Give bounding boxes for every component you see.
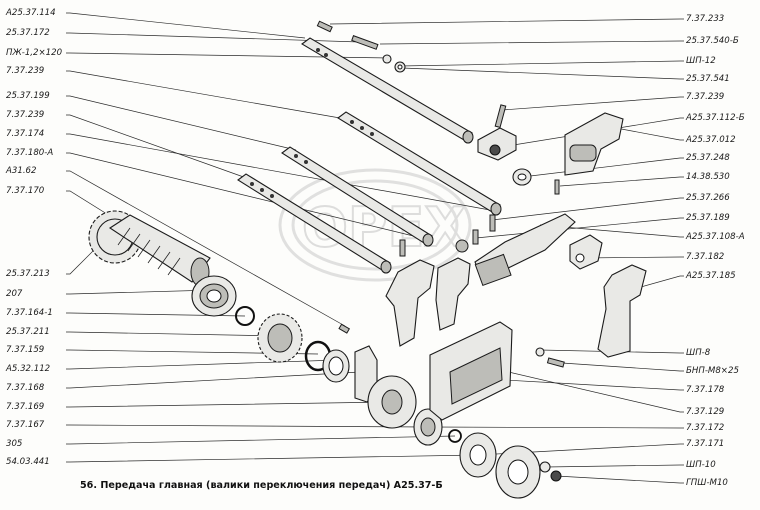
leader-line [561, 362, 684, 372]
leader-line [545, 464, 684, 468]
leader-line [66, 312, 246, 317]
drive-parts [88, 210, 565, 499]
shift-rod-1 [301, 37, 473, 141]
leader-line [521, 157, 684, 178]
callout-label-left: 7.37.174 [6, 129, 44, 139]
leader-line [66, 454, 479, 463]
splined-shaft [108, 214, 211, 283]
leader-line [66, 70, 341, 119]
callout-label-right: 7.37.239 [686, 92, 724, 102]
leader-line [477, 443, 684, 456]
callout-label-left: А5.32.112 [5, 364, 50, 374]
callout-label-left: 7.37.159 [6, 345, 44, 355]
leader-line [494, 117, 684, 149]
leader-line [66, 12, 306, 39]
callout-label-left: 7.37.168 [6, 383, 45, 393]
callout-label-right: 25.37.540-Б [686, 36, 739, 46]
callout-label-right: А25.37.185 [685, 271, 736, 281]
leader-line [499, 369, 684, 413]
fork-assemblies [385, 112, 647, 358]
leader-line [66, 114, 253, 181]
callout-label-right: А25.37.012 [685, 135, 736, 145]
callout-label-right: 25.37.189 [686, 213, 730, 223]
leader-line [66, 32, 361, 43]
leader-line [66, 349, 319, 355]
leader-line [329, 18, 684, 25]
callout-label-right: 7.37.233 [686, 14, 724, 24]
callout-label-right: 7.37.178 [686, 385, 725, 395]
callout-label-left: А31.62 [5, 166, 36, 176]
leader-line [66, 424, 429, 428]
leader-line [501, 96, 684, 111]
callout-label-right: ГПШ-М10 [686, 478, 728, 488]
callout-label-right: 7.37.129 [686, 407, 724, 417]
callout-label-left: 7.37.167 [6, 420, 45, 430]
leader-line [66, 435, 456, 445]
callout-label-right: 7.37.171 [686, 439, 724, 449]
callout-label-right: 25.37.248 [686, 153, 730, 163]
leader-line [559, 176, 684, 187]
callout-label-left: 54.03.441 [6, 457, 50, 467]
callout-label-right: БНП-М8×25 [686, 366, 739, 376]
callout-label-left: 7.37.170 [6, 186, 45, 196]
leader-line [399, 60, 684, 67]
callout-label-right: А25.37.112-Б [685, 113, 745, 123]
shift-rods [237, 20, 507, 274]
diagram-caption: 56. Передача главная (валики переключени… [80, 480, 443, 491]
leader-line [579, 256, 684, 259]
callout-label-left: 7.37.239 [6, 66, 44, 76]
callout-label-left: 25.37.199 [6, 91, 50, 101]
leader-line [66, 52, 389, 59]
leader-line [66, 401, 393, 408]
callout-label-right: 14.38.530 [686, 172, 730, 182]
leader-line [66, 331, 281, 337]
callout-label-left: ПЖ-1,2×120 [6, 48, 63, 58]
pin-top [316, 20, 333, 33]
callout-label-right: ШП-12 [686, 56, 716, 66]
leader-line [379, 40, 684, 45]
callout-label-left: 7.37.164-1 [6, 308, 53, 318]
callout-label-left: 7.37.239 [6, 110, 44, 120]
leader-line [66, 359, 339, 370]
leader-line [66, 371, 361, 389]
callout-label-left: 7.37.169 [6, 402, 44, 412]
leader-line [401, 67, 684, 80]
right-callout-labels: 7.37.233 25.37.540-Б ШП-12 25.37.541 7.37.23… [685, 14, 745, 488]
leader-line [539, 349, 684, 354]
leader-line [599, 124, 684, 141]
callout-label-left: 25.37.211 [6, 327, 50, 337]
callout-label-left: 25.37.213 [6, 269, 50, 279]
leader-line [504, 379, 684, 391]
callout-label-right: 7.37.172 [686, 423, 724, 433]
leader-line [66, 152, 431, 241]
pin-2 [351, 35, 379, 50]
leader-line [539, 224, 684, 238]
leader-line [66, 170, 346, 327]
callout-label-right: 25.37.266 [686, 193, 730, 203]
leader-line [491, 197, 684, 221]
callout-label-right: 25.37.541 [686, 74, 730, 84]
callout-label-right: ШП-8 [686, 348, 711, 358]
leader-line [629, 275, 684, 291]
callout-label-left: 7.37.180-А [6, 148, 53, 158]
leader-line [555, 475, 684, 484]
leader-line [66, 95, 297, 151]
leader-line [429, 426, 684, 429]
callout-label-left: 305 [6, 439, 22, 449]
callout-label-right: 7.37.182 [686, 252, 724, 262]
callout-label-right: А25.37.108-А [685, 232, 745, 242]
callout-label-left: 25.37.172 [6, 28, 50, 38]
callout-label-left: 207 [6, 289, 23, 299]
callout-label-left: А25.37.114 [5, 8, 56, 18]
callout-label-right: ШП-10 [686, 460, 716, 470]
leader-line [66, 289, 215, 295]
